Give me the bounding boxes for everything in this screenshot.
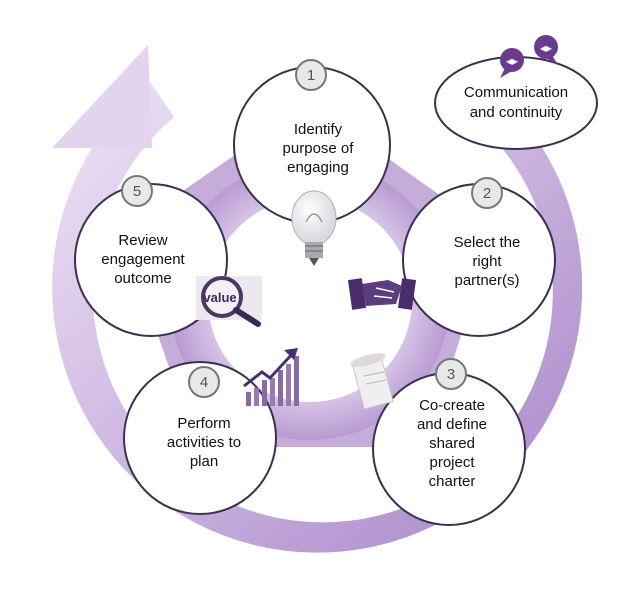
svg-text:Review: Review: [118, 232, 167, 249]
svg-text:value: value: [203, 290, 236, 305]
number-badge-3: 3: [435, 358, 467, 390]
svg-text:1: 1: [307, 67, 315, 84]
svg-text:Identify: Identify: [294, 121, 343, 138]
number-badge-4: 4: [188, 366, 220, 398]
svg-text:4: 4: [200, 374, 208, 391]
growth-chart-icon: [243, 348, 299, 406]
number-badge-2: 2: [471, 177, 503, 209]
light-bulb-icon: [291, 190, 337, 266]
scroll-icon: [350, 353, 394, 410]
step-label-4: Perform activities to plan: [167, 415, 241, 470]
step-label-5: Review engagement outcome: [101, 232, 185, 287]
svg-text:outcome: outcome: [114, 270, 172, 287]
svg-text:Perform: Perform: [177, 415, 230, 432]
svg-text:engagement: engagement: [101, 251, 185, 268]
number-badge-1: 1: [295, 59, 327, 91]
svg-text:Co-create: Co-create: [419, 397, 485, 414]
magnifier-value-icon: value: [196, 276, 262, 327]
svg-text:right: right: [472, 253, 502, 270]
svg-text:◂▸: ◂▸: [506, 54, 518, 68]
svg-text:2: 2: [483, 185, 491, 202]
communication-callout: Communication and continuity: [434, 56, 598, 150]
svg-text:project: project: [429, 454, 475, 471]
speech-bubbles-icon: ◂▸ ◂▸: [500, 35, 558, 78]
svg-text:Communication: Communication: [464, 84, 568, 101]
inner-ring: [122, 103, 493, 447]
svg-text:charter: charter: [429, 473, 476, 490]
svg-text:activities to: activities to: [167, 434, 241, 451]
svg-text:shared: shared: [429, 435, 475, 452]
number-badge-5: 5: [121, 175, 153, 207]
step-label-1: Identify purpose of engaging: [283, 121, 355, 176]
svg-text:and define: and define: [417, 416, 487, 433]
svg-text:and continuity: and continuity: [470, 104, 563, 121]
step-label-3: Co-create and define shared project char…: [417, 397, 487, 490]
step-label-2: Select the right partner(s): [454, 234, 521, 289]
svg-text:◂▸: ◂▸: [540, 41, 552, 55]
svg-text:plan: plan: [190, 453, 218, 470]
svg-text:engaging: engaging: [287, 159, 349, 176]
svg-text:3: 3: [447, 366, 455, 383]
svg-text:partner(s): partner(s): [454, 272, 519, 289]
svg-text:Select the: Select the: [454, 234, 521, 251]
svg-text:purpose of: purpose of: [283, 140, 355, 157]
step-circle-4: [123, 361, 277, 515]
handshake-icon: [347, 278, 417, 310]
svg-text:5: 5: [133, 183, 141, 200]
